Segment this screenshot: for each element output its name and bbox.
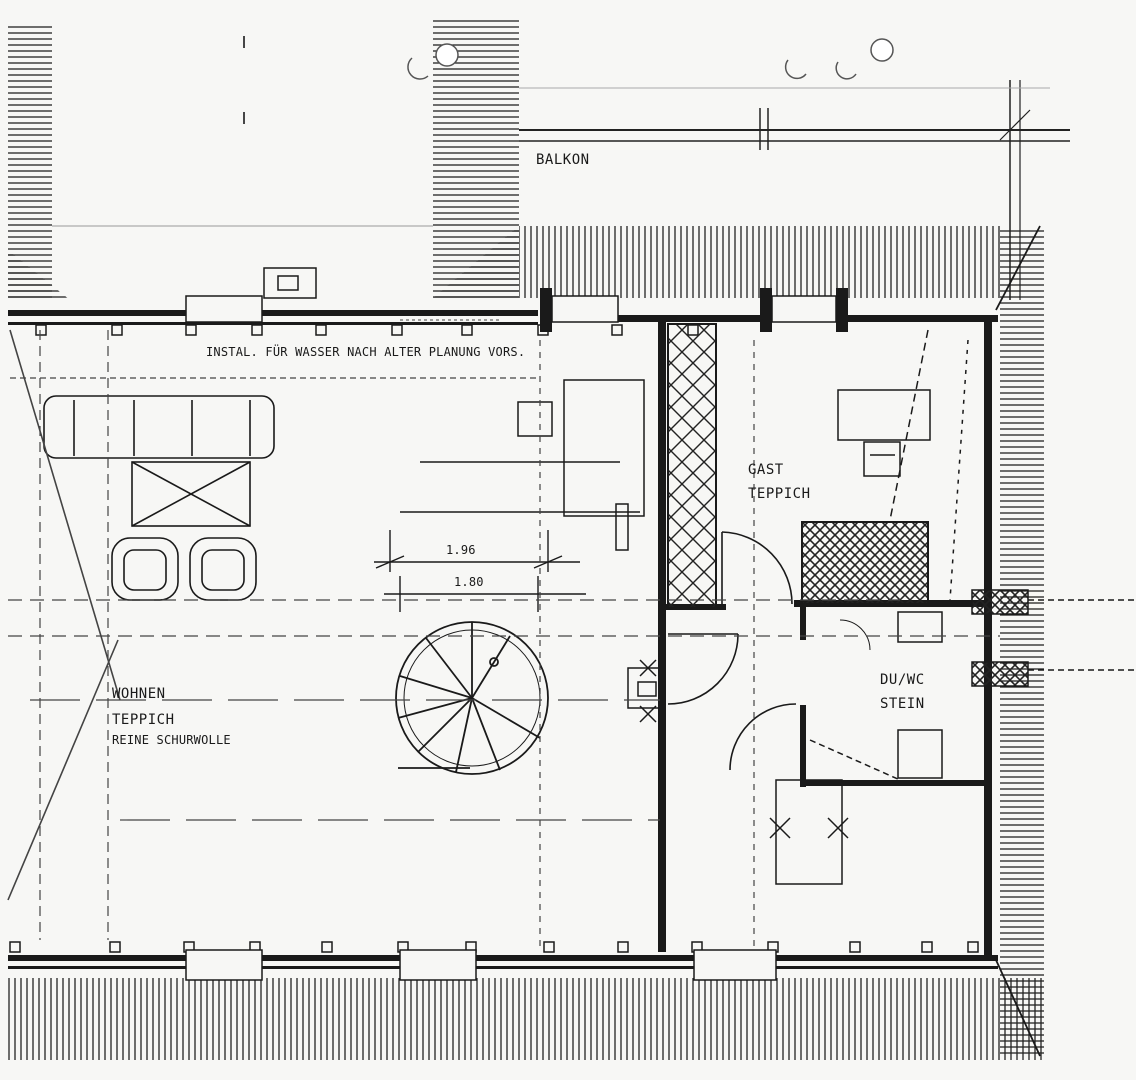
guest-closet xyxy=(667,323,929,609)
bottom-windows xyxy=(185,295,837,981)
wall-bottom xyxy=(8,955,998,961)
roof-hatch-left-upper xyxy=(8,22,52,300)
armchairs xyxy=(111,537,257,601)
wall-middle xyxy=(658,322,666,952)
guest-room-label: GAST xyxy=(748,462,784,478)
punch-holes xyxy=(407,38,894,80)
living-room-label: WOHNEN xyxy=(112,686,166,702)
dimension-inner: 1.80 xyxy=(454,575,484,589)
wall-bath-left-upper xyxy=(800,606,806,640)
balcony-label: BALKON xyxy=(536,152,590,168)
door-swings xyxy=(667,531,871,771)
roof-hatch-corner-left xyxy=(8,250,70,300)
bath-fixtures xyxy=(809,589,1136,781)
wall-bottom-inner xyxy=(8,966,998,969)
sofa xyxy=(43,395,275,527)
wall-top-left-inner xyxy=(8,322,538,325)
roof-hatch-right xyxy=(1000,226,1044,1056)
bath-label: DU/WC xyxy=(880,672,925,688)
living-floor-detail: REINE SCHURWOLLE xyxy=(112,733,231,747)
wall-pier-1 xyxy=(540,288,552,332)
spiral-staircase xyxy=(395,621,549,775)
roof-corners xyxy=(995,225,1041,1057)
living-floor-label: TEPPICH xyxy=(112,712,175,728)
roof-slope-lines xyxy=(7,319,1000,950)
dimension-lines xyxy=(374,530,586,612)
wall-bath-left-lower xyxy=(800,705,806,787)
roof-hatch-bottom xyxy=(8,978,1044,1060)
guest-floor-label: TEPPICH xyxy=(748,486,811,502)
wall-top-left xyxy=(8,310,538,316)
roof-hatch-diagonal xyxy=(433,226,519,298)
wall-bath-bottom xyxy=(800,780,984,786)
guest-furniture xyxy=(837,329,969,601)
wall-pier-3 xyxy=(836,288,848,332)
living-room-blocks xyxy=(400,379,645,551)
roof-hatch-top-band xyxy=(519,226,1004,298)
window-piers xyxy=(9,324,979,953)
wall-pier-2 xyxy=(760,288,772,332)
installation-note: INSTAL. FÜR WASSER NACH ALTER PLANUNG VO… xyxy=(206,343,525,359)
hall-fixtures xyxy=(263,267,849,885)
bath-floor-label: STEIN xyxy=(880,696,925,712)
roof-hatching xyxy=(8,20,1044,1060)
wall-right xyxy=(984,315,992,955)
dimension-outer: 1.96 xyxy=(446,543,476,557)
balcony xyxy=(52,80,1070,300)
